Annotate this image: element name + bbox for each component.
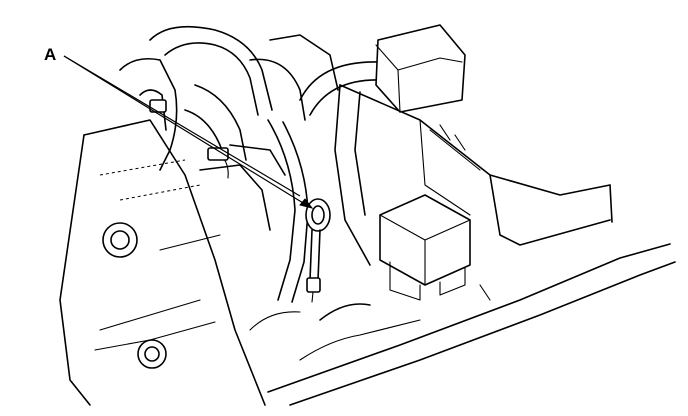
bolt-lower (137, 339, 167, 369)
coolant-hose (267, 61, 397, 303)
fuse-box-housing (334, 84, 613, 266)
callout-a-label: A (44, 45, 56, 64)
connector-block-upper (375, 24, 466, 113)
leader-line-2 (63, 55, 301, 197)
sensor-connector (305, 198, 331, 303)
intake-hoses (119, 25, 339, 231)
bolt-upper (102, 222, 138, 258)
leader-arrowhead (299, 198, 314, 209)
callout-a: A (44, 45, 314, 209)
fender-panel (249, 243, 676, 406)
relay-box (379, 194, 471, 301)
leader-line-1 (63, 55, 309, 207)
engine-block-panel (59, 119, 266, 406)
